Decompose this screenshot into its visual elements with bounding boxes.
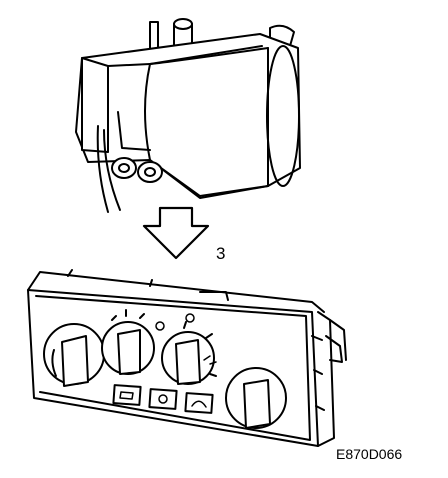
- knob-right[interactable]: [225, 367, 287, 429]
- mode-symbols: [155, 313, 217, 365]
- knob-middle-right[interactable]: [161, 321, 217, 385]
- button-recirculation[interactable]: [112, 384, 142, 406]
- actuator-unit: [75, 18, 301, 213]
- figure-code: E870D066: [336, 446, 403, 462]
- knob-left[interactable]: [43, 323, 105, 387]
- button-defrost[interactable]: [184, 392, 214, 414]
- button-ac[interactable]: [148, 388, 178, 410]
- down-arrow: [142, 206, 210, 260]
- step-number: 3: [216, 244, 226, 263]
- knob-middle-left[interactable]: [101, 309, 155, 375]
